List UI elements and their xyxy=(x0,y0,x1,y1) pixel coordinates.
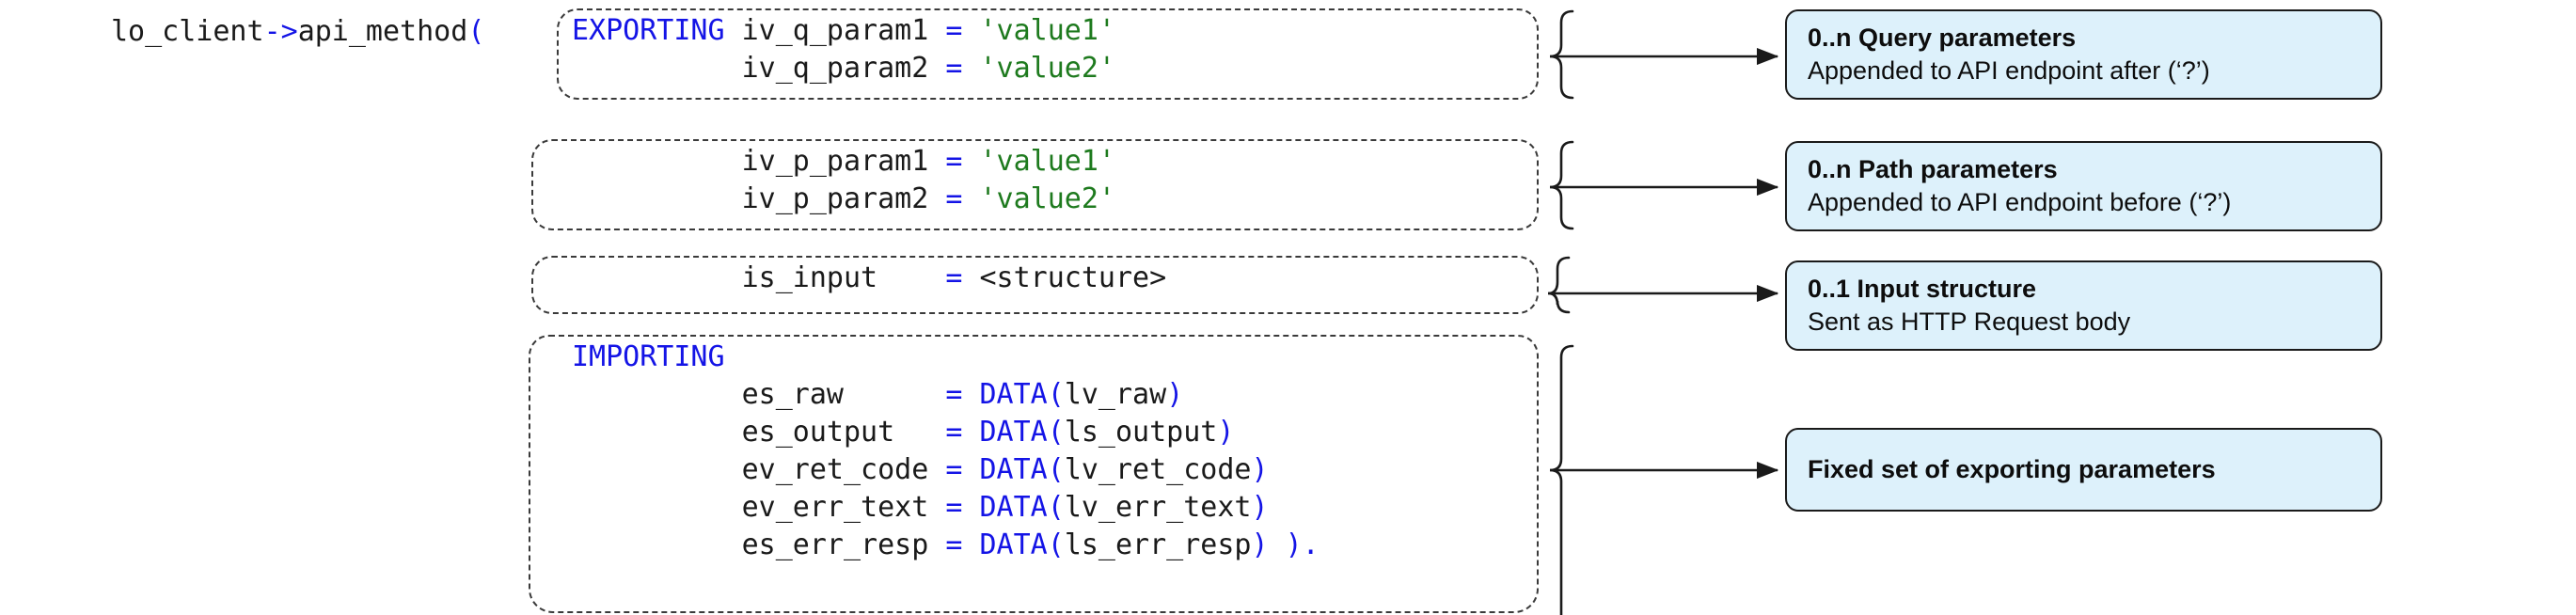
param-name: es_err_resp xyxy=(741,528,929,561)
code-line: is_input = <structure> xyxy=(572,260,1167,297)
exporting-keyword: EXPORTING xyxy=(572,14,725,47)
data-close: ) xyxy=(1166,378,1184,411)
callout-exporting-parameters: Fixed set of exporting parameters xyxy=(1785,428,2382,512)
code-line: es_raw = DATA(lv_raw) xyxy=(572,376,1320,414)
param-value: 'value1' xyxy=(979,14,1116,47)
code-lines-input: is_input = <structure> xyxy=(572,260,1167,297)
equals-operator: = xyxy=(945,416,963,449)
code-lines-query: EXPORTING iv_q_param1 = 'value1' iv_q_pa… xyxy=(572,12,1115,87)
code-line: EXPORTING iv_q_param1 = 'value1' xyxy=(572,12,1115,50)
param-value: 'value1' xyxy=(979,145,1116,178)
data-close: ) xyxy=(1251,453,1269,486)
callout-title: Fixed set of exporting parameters xyxy=(1808,455,2216,483)
importing-keyword: IMPORTING xyxy=(572,340,725,373)
code-lines-importing: IMPORTING es_raw = DATA(lv_raw) es_outpu… xyxy=(572,339,1320,564)
callout-query-parameters: 0..n Query parameters Appended to API en… xyxy=(1785,9,2382,100)
param-name: es_output xyxy=(741,416,895,449)
callout-input-structure: 0..1 Input structure Sent as HTTP Reques… xyxy=(1785,260,2382,351)
param-name: iv_p_param2 xyxy=(741,182,929,215)
param-value: 'value2' xyxy=(979,182,1116,215)
callout-title: 0..n Query parameters xyxy=(1808,24,2077,52)
equals-operator: = xyxy=(945,182,963,215)
param-value: 'value2' xyxy=(979,52,1116,85)
open-paren: ( xyxy=(467,15,485,48)
callout-subtitle: Appended to API endpoint before (‘?’) xyxy=(1808,188,2232,216)
equals-operator: = xyxy=(945,14,963,47)
param-name: es_raw xyxy=(741,378,844,411)
brace-exporting xyxy=(1549,344,1779,615)
equals-operator: = xyxy=(945,378,963,411)
method-name-label: api_method xyxy=(297,15,468,48)
code-box-input-structure xyxy=(531,256,1539,314)
code-box-query-parameters xyxy=(557,8,1539,100)
code-box-path-parameters xyxy=(531,139,1539,230)
brace-query xyxy=(1549,9,1779,100)
call-close: ). xyxy=(1268,528,1320,561)
code-line: es_output = DATA(ls_output) xyxy=(572,414,1320,451)
code-line: iv_q_param2 = 'value2' xyxy=(572,50,1115,87)
code-box-importing-parameters xyxy=(529,335,1539,613)
brace-path xyxy=(1549,140,1779,230)
param-name: is_input xyxy=(741,261,878,294)
param-value: lv_err_text xyxy=(1064,491,1252,524)
data-close: ) xyxy=(1217,416,1235,449)
param-value: lv_ret_code xyxy=(1064,453,1252,486)
code-line: es_err_resp = DATA(ls_err_resp) ). xyxy=(572,527,1320,564)
code-line: IMPORTING xyxy=(572,339,1320,376)
brace-input xyxy=(1547,256,1779,314)
code-line: ev_err_text = DATA(lv_err_text) xyxy=(572,489,1320,527)
equals-operator: = xyxy=(945,52,963,85)
code-line: iv_p_param1 = 'value1' xyxy=(572,143,1115,181)
client-object-label: lo_client xyxy=(111,15,264,48)
equals-operator: = xyxy=(945,145,963,178)
equals-operator: = xyxy=(945,528,963,561)
callout-subtitle: Appended to API endpoint after (‘?’) xyxy=(1808,56,2210,85)
callout-title: 0..1 Input structure xyxy=(1808,275,2037,303)
param-name: iv_q_param2 xyxy=(741,52,929,85)
param-name: ev_err_text xyxy=(741,491,929,524)
param-name: iv_q_param1 xyxy=(741,14,929,47)
data-open: DATA( xyxy=(979,528,1065,561)
callout-path-parameters: 0..n Path parameters Appended to API end… xyxy=(1785,141,2382,231)
method-call-statement: lo_client->api_method( xyxy=(111,13,484,51)
arrow-operator: -> xyxy=(263,15,298,48)
code-line: ev_ret_code = DATA(lv_ret_code) xyxy=(572,451,1320,489)
callout-title: 0..n Path parameters xyxy=(1808,155,2058,183)
equals-operator: = xyxy=(945,453,963,486)
equals-operator: = xyxy=(945,261,963,294)
equals-operator: = xyxy=(945,491,963,524)
data-close: ) xyxy=(1251,528,1269,561)
data-open: DATA( xyxy=(979,491,1065,524)
param-value: ls_err_resp xyxy=(1064,528,1252,561)
data-close: ) xyxy=(1251,491,1269,524)
data-open: DATA( xyxy=(979,378,1065,411)
param-value: lv_raw xyxy=(1064,378,1167,411)
data-open: DATA( xyxy=(979,453,1065,486)
callout-subtitle: Sent as HTTP Request body xyxy=(1808,308,2131,336)
param-name: iv_p_param1 xyxy=(741,145,929,178)
param-value: <structure> xyxy=(979,261,1167,294)
code-line: iv_p_param2 = 'value2' xyxy=(572,181,1115,218)
data-open: DATA( xyxy=(979,416,1065,449)
code-lines-path: iv_p_param1 = 'value1' iv_p_param2 = 'va… xyxy=(572,143,1115,218)
param-name: ev_ret_code xyxy=(741,453,929,486)
param-value: ls_output xyxy=(1064,416,1218,449)
